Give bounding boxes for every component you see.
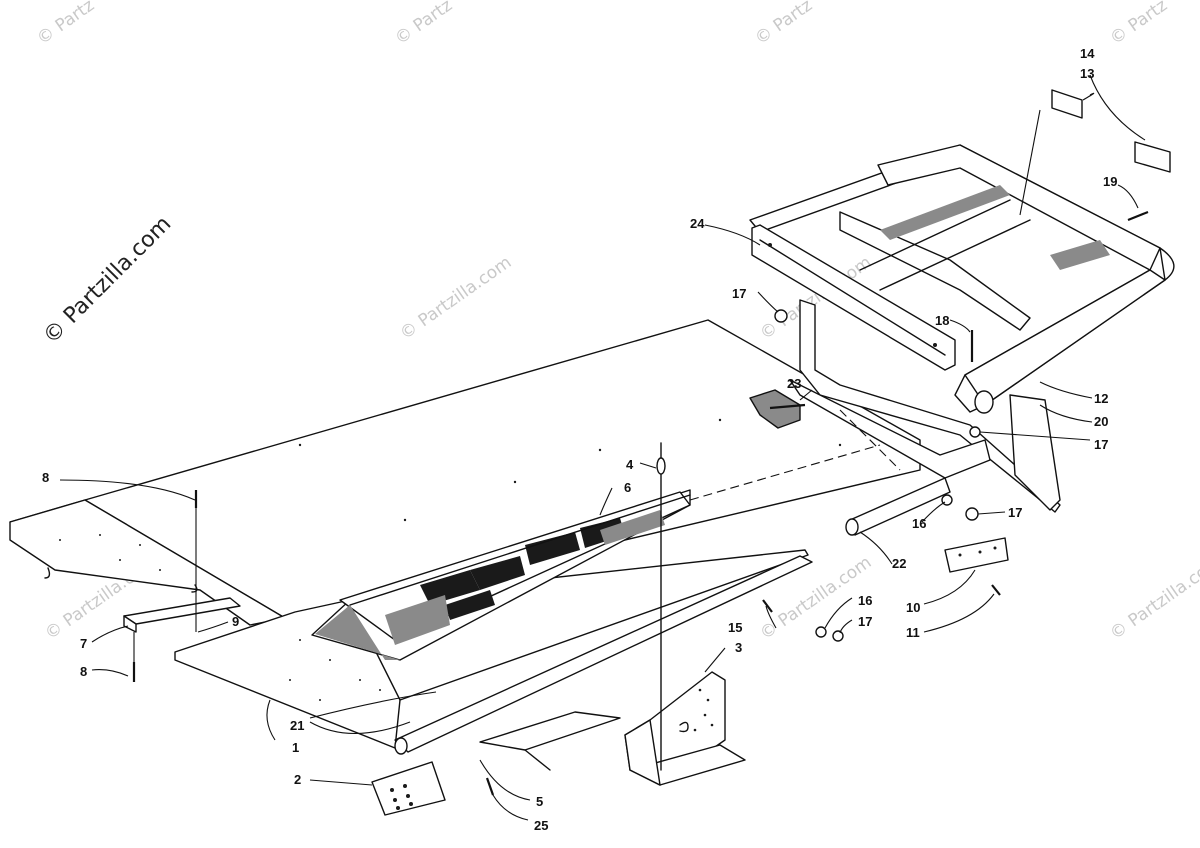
callout-2: 2 xyxy=(294,772,301,787)
callout-11: 11 xyxy=(906,625,920,640)
callout-3: 3 xyxy=(735,640,742,655)
callout-24: 24 xyxy=(690,216,705,231)
watermark-main: © Partzilla.com xyxy=(39,212,177,350)
callout-5: 5 xyxy=(536,794,543,809)
callout-12: 12 xyxy=(1094,391,1108,406)
callout-17-low: 17 xyxy=(858,614,872,629)
watermark-top-4: © Partz xyxy=(1106,0,1171,49)
callout-14: 14 xyxy=(1080,46,1095,61)
decal-6 xyxy=(311,489,691,661)
callout-20: 20 xyxy=(1094,414,1108,429)
bracket-3 xyxy=(624,671,746,786)
nut-17-top xyxy=(774,309,788,323)
callout-labels: 1 2 3 4 5 6 7 8 8 9 10 11 12 13 14 15 16… xyxy=(42,46,1117,833)
callout-9: 9 xyxy=(232,614,239,629)
tube-bar-22 xyxy=(689,379,991,536)
watermark-mid-1: © Partzilla.com xyxy=(396,252,515,344)
side-panel-1 xyxy=(174,549,813,755)
callout-19: 19 xyxy=(1103,174,1117,189)
callout-1: 1 xyxy=(292,740,299,755)
callout-17-top: 17 xyxy=(732,286,746,301)
seat-base-panel xyxy=(9,319,921,626)
bolt-23 xyxy=(749,389,806,429)
screw-11 xyxy=(991,584,1001,596)
bracket-24 xyxy=(751,224,956,371)
callout-16-right: 16 xyxy=(912,516,926,531)
nut-17-right xyxy=(965,507,979,521)
callout-6: 6 xyxy=(624,480,631,495)
callout-8-low: 8 xyxy=(80,664,87,679)
callout-17-mid: 17 xyxy=(1094,437,1108,452)
pad-5 xyxy=(479,711,621,771)
callout-23: 23 xyxy=(787,376,801,391)
decal-13-14 xyxy=(1051,89,1171,173)
plate-2 xyxy=(371,761,446,816)
callout-8-top: 8 xyxy=(42,470,49,485)
callout-21: 21 xyxy=(290,718,304,733)
nut-17-low xyxy=(832,630,844,642)
watermark-top-2: © Partz xyxy=(391,0,456,49)
callout-10: 10 xyxy=(906,600,920,615)
callout-17-right: 17 xyxy=(1008,505,1022,520)
rear-bumper-12 xyxy=(749,144,1175,513)
leader-lines xyxy=(59,74,1146,821)
callout-13: 13 xyxy=(1080,66,1094,81)
washer-16-low xyxy=(815,626,827,638)
callout-4: 4 xyxy=(626,457,634,472)
rivet-25 xyxy=(485,777,495,796)
nut-17-mid xyxy=(969,426,981,438)
callout-25: 25 xyxy=(534,818,548,833)
screw-19 xyxy=(1127,210,1149,222)
plate-10 xyxy=(944,537,1009,573)
watermark-top-3: © Partz xyxy=(751,0,816,49)
callout-15: 15 xyxy=(728,620,742,635)
watermark-top-1: © Partz xyxy=(33,0,98,49)
callout-22: 22 xyxy=(892,556,906,571)
hardware xyxy=(132,210,1149,796)
callout-16-low: 16 xyxy=(858,593,872,608)
callout-7: 7 xyxy=(80,636,87,651)
watermark-low-4: © Partzilla.com xyxy=(1106,552,1200,644)
callout-18: 18 xyxy=(935,313,949,328)
plate-7 xyxy=(123,597,241,633)
screw-15 xyxy=(762,599,773,613)
